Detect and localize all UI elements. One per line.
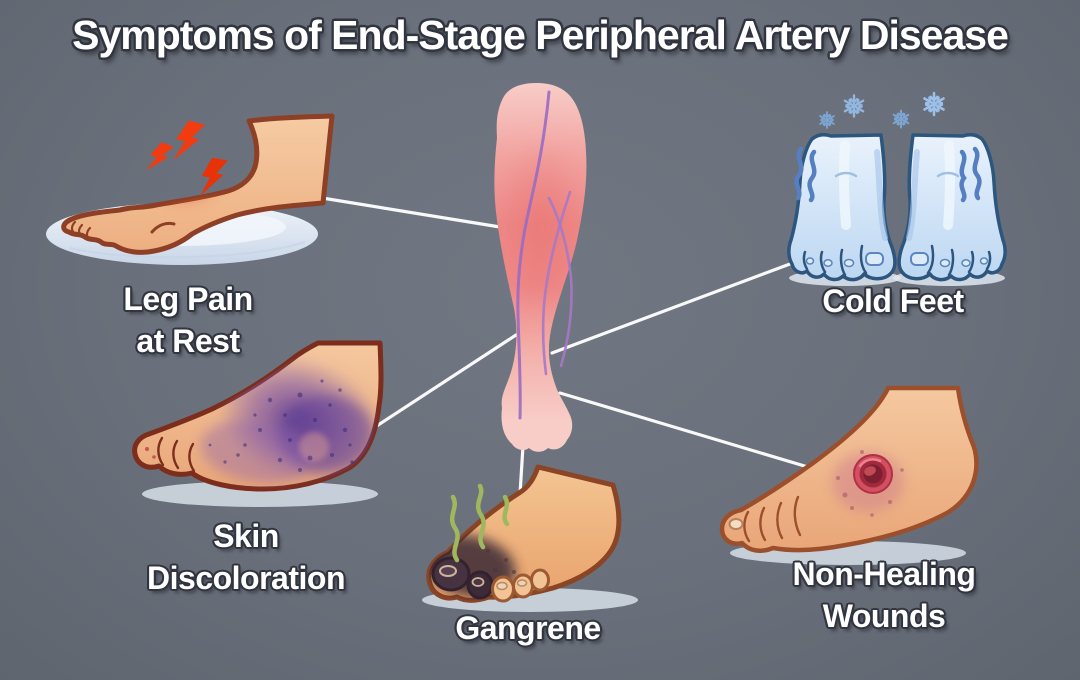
skin-discoloration-illustration bbox=[135, 335, 399, 507]
pain-bolt-icon bbox=[144, 139, 174, 177]
toenail bbox=[471, 577, 485, 587]
odor-wave-icon bbox=[449, 494, 460, 563]
toe-spot bbox=[145, 447, 149, 451]
toenail bbox=[439, 565, 457, 577]
toenail bbox=[516, 579, 528, 587]
symptom-label-gangrene: Gangrene bbox=[455, 607, 601, 649]
label-line: Skin bbox=[213, 518, 279, 554]
cold-left-foot bbox=[789, 135, 901, 286]
toe-lines bbox=[157, 436, 196, 473]
toe bbox=[530, 568, 550, 592]
cold-right-foot bbox=[893, 135, 1005, 286]
snowflake-icons bbox=[819, 93, 945, 128]
connector-line bbox=[558, 391, 840, 478]
toe-lines bbox=[70, 220, 92, 242]
shiver-wave-icon bbox=[794, 146, 804, 201]
label-line: Non-Healing bbox=[792, 556, 976, 592]
snowflake-icon bbox=[892, 111, 909, 128]
snowflake-icon bbox=[819, 112, 835, 128]
non-healing-wounds-illustration bbox=[722, 388, 976, 565]
veins bbox=[516, 90, 573, 420]
vein bbox=[516, 90, 551, 420]
bruise-speckles bbox=[208, 379, 354, 472]
pain-bolt-icons bbox=[144, 118, 228, 200]
ulcer-wound bbox=[832, 450, 904, 517]
cold-feet-illustration bbox=[789, 93, 1005, 286]
page-title: Symptoms of End-Stage Peripheral Artery … bbox=[72, 12, 1009, 58]
symptom-label-cold-feet: Cold Feet bbox=[822, 280, 964, 322]
toe-lines bbox=[743, 495, 802, 543]
inflammation-glow bbox=[494, 133, 587, 323]
shiver-wave-icon bbox=[807, 149, 817, 203]
toe-spot bbox=[152, 455, 156, 459]
toenail bbox=[728, 518, 744, 530]
leg-pain-illustration bbox=[46, 116, 332, 265]
vein bbox=[547, 196, 573, 368]
snowflake-icon bbox=[843, 96, 864, 117]
label-line: Wounds bbox=[822, 598, 946, 634]
label-line: Discoloration bbox=[147, 560, 345, 596]
symptom-label-non-healing-wounds: Non-Healing Wounds bbox=[793, 553, 976, 637]
shiver-wave-icon bbox=[972, 146, 982, 201]
symptom-label-skin-discoloration: Skin Discoloration bbox=[147, 515, 345, 599]
symptom-label-leg-pain-at-rest: Leg Pain at Rest bbox=[123, 278, 253, 362]
toes bbox=[431, 556, 550, 603]
odor-wave-icon bbox=[475, 483, 486, 550]
ground-shadow bbox=[142, 481, 378, 507]
connector-line bbox=[550, 256, 808, 355]
gangrene-illustration bbox=[422, 467, 638, 612]
pain-bolt-icon bbox=[171, 118, 206, 166]
toenail bbox=[496, 581, 508, 591]
shiver-wave-icons bbox=[794, 146, 982, 203]
odor-wave-icons bbox=[449, 483, 510, 563]
snowflake-icon bbox=[923, 93, 945, 115]
label-line: Cold Feet bbox=[822, 283, 964, 319]
label-line: Leg Pain bbox=[123, 281, 253, 317]
shiver-wave-icon bbox=[959, 149, 967, 203]
irritation-speckles bbox=[836, 450, 904, 517]
vein bbox=[541, 190, 572, 376]
ankle-crease bbox=[150, 221, 176, 234]
label-line: at Rest bbox=[136, 323, 240, 359]
odor-wave-icon bbox=[502, 494, 510, 527]
center-leg-illustration bbox=[494, 83, 587, 452]
connector-line bbox=[314, 195, 502, 229]
label-line: Gangrene bbox=[455, 610, 601, 646]
purple-bruise bbox=[200, 355, 381, 485]
